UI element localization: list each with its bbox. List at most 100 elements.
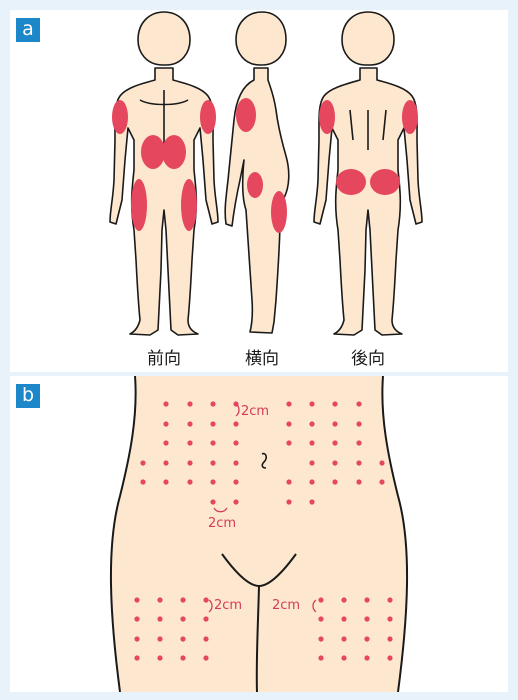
body-figures xyxy=(10,10,508,372)
injection-dot xyxy=(210,401,215,406)
injection-dot xyxy=(286,499,291,504)
back-left-buttock-site xyxy=(336,169,366,195)
injection-dot xyxy=(286,401,291,406)
label-side: 横向 xyxy=(227,344,297,369)
injection-dot xyxy=(332,401,337,406)
injection-dot xyxy=(233,479,238,484)
side-arm-site xyxy=(236,98,256,132)
measure-top-label: 2cm xyxy=(241,404,269,419)
panel-b-badge: b xyxy=(16,384,40,408)
injection-dot xyxy=(203,616,208,621)
injection-dot xyxy=(210,460,215,465)
injection-dot xyxy=(341,616,346,621)
panel-b: b 2cm 2cm 2cm 2cm xyxy=(10,376,508,692)
back-left-arm-site xyxy=(319,100,335,134)
injection-dot xyxy=(332,421,337,426)
injection-dot xyxy=(387,616,392,621)
injection-dot xyxy=(318,636,323,641)
injection-dot xyxy=(180,655,185,660)
injection-dot xyxy=(134,636,139,641)
injection-dot xyxy=(318,597,323,602)
injection-dot xyxy=(387,597,392,602)
injection-dot xyxy=(286,421,291,426)
injection-dot xyxy=(140,479,145,484)
injection-dot xyxy=(356,479,361,484)
injection-dot xyxy=(286,440,291,445)
injection-dot xyxy=(134,616,139,621)
injection-dot xyxy=(134,597,139,602)
label-front: 前向 xyxy=(129,344,199,369)
injection-dot xyxy=(180,597,185,602)
injection-dot xyxy=(187,479,192,484)
injection-dot xyxy=(309,499,314,504)
injection-dot xyxy=(163,460,168,465)
injection-dot xyxy=(210,499,215,504)
injection-dot xyxy=(180,616,185,621)
injection-dot xyxy=(379,479,384,484)
injection-dot xyxy=(379,460,384,465)
injection-dot xyxy=(163,479,168,484)
injection-dot xyxy=(341,597,346,602)
front-right-arm-site xyxy=(200,100,216,134)
injection-dot xyxy=(187,421,192,426)
injection-dot xyxy=(318,655,323,660)
back-body-figure xyxy=(314,12,422,335)
injection-dot xyxy=(203,655,208,660)
injection-dot xyxy=(364,636,369,641)
injection-dot xyxy=(157,616,162,621)
injection-dot xyxy=(157,636,162,641)
injection-dot xyxy=(309,440,314,445)
injection-dot xyxy=(210,421,215,426)
injection-dot xyxy=(157,655,162,660)
front-abdomen-right-site xyxy=(162,135,186,169)
injection-dot xyxy=(163,421,168,426)
injection-dot xyxy=(332,440,337,445)
injection-dot xyxy=(187,401,192,406)
injection-dot xyxy=(187,440,192,445)
front-left-arm-site xyxy=(112,100,128,134)
injection-dot xyxy=(356,460,361,465)
front-body-figure xyxy=(110,12,218,335)
injection-dot xyxy=(364,655,369,660)
injection-dot xyxy=(233,440,238,445)
lower-body-skin xyxy=(111,376,407,692)
injection-dot xyxy=(309,421,314,426)
side-abdomen-site xyxy=(247,172,263,198)
measure-left-thigh-label: 2cm xyxy=(214,598,242,613)
injection-dot xyxy=(341,636,346,641)
measure-right-thigh-label: 2cm xyxy=(272,598,300,613)
injection-dot xyxy=(332,460,337,465)
injection-dot xyxy=(233,460,238,465)
injection-dot xyxy=(286,479,291,484)
injection-dot xyxy=(140,460,145,465)
injection-dot xyxy=(157,597,162,602)
injection-dot xyxy=(364,597,369,602)
injection-dot xyxy=(163,440,168,445)
injection-dot xyxy=(387,636,392,641)
injection-dot xyxy=(203,636,208,641)
side-thigh-site xyxy=(271,191,287,233)
injection-dot xyxy=(309,479,314,484)
injection-dot xyxy=(180,636,185,641)
back-right-arm-site xyxy=(402,100,418,134)
injection-dot xyxy=(233,421,238,426)
injection-dot xyxy=(134,655,139,660)
front-right-thigh-site xyxy=(181,179,197,231)
front-abdomen-left-site xyxy=(141,135,165,169)
injection-dot xyxy=(203,597,208,602)
injection-dot xyxy=(187,460,192,465)
injection-dot xyxy=(356,440,361,445)
injection-dot xyxy=(356,421,361,426)
injection-dot xyxy=(341,655,346,660)
abdomen-thigh-diagram xyxy=(10,376,508,692)
injection-dot xyxy=(364,616,369,621)
injection-dot xyxy=(387,655,392,660)
injection-dot xyxy=(356,401,361,406)
injection-dot xyxy=(210,440,215,445)
label-back: 後向 xyxy=(333,344,403,369)
injection-dot xyxy=(309,401,314,406)
injection-dot xyxy=(210,479,215,484)
injection-dot xyxy=(318,616,323,621)
measure-mid-label: 2cm xyxy=(208,516,236,531)
